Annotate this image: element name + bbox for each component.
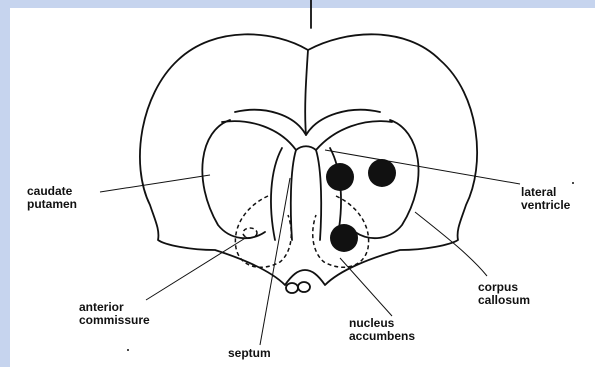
label-caudate-line2: putamen	[27, 198, 77, 211]
injection-site-1	[326, 163, 354, 191]
label-anterior-commissure: anterior commissure	[79, 301, 150, 327]
leader-septum	[260, 178, 290, 345]
speck-2	[572, 182, 574, 184]
label-anterior-line2: commissure	[79, 314, 150, 327]
brain-outline	[140, 34, 477, 285]
left-ventricle	[271, 148, 296, 240]
leader-caudate	[100, 175, 210, 192]
label-lateral-ventricle: lateral ventricle	[521, 186, 570, 212]
midline-fissure	[305, 50, 308, 135]
optic-loop-left	[286, 283, 298, 293]
leader-anterior-commissure	[146, 237, 247, 300]
label-corpus-callosum: corpus callosum	[478, 281, 530, 307]
left-accumbens-dashed	[235, 196, 291, 267]
injection-site-3	[330, 224, 358, 252]
label-caudate-putamen: caudate putamen	[27, 185, 77, 211]
label-septum: septum	[228, 347, 271, 360]
left-striatum-outline	[202, 120, 265, 238]
label-lateral-line2: ventricle	[521, 199, 570, 212]
label-septum-line1: septum	[228, 347, 271, 360]
optic-loop-right	[298, 282, 310, 292]
injection-site-2	[368, 159, 396, 187]
leader-lateral-ventricle	[325, 150, 520, 184]
septum-outline	[296, 146, 316, 150]
label-nucleus-line2: accumbens	[349, 330, 415, 343]
speck-1	[127, 349, 129, 351]
label-nucleus-accumbens: nucleus accumbens	[349, 317, 415, 343]
corpus-callosum-arch	[235, 110, 380, 135]
label-corpus-line2: callosum	[478, 294, 530, 307]
leader-nucleus-accumbens	[340, 258, 392, 316]
